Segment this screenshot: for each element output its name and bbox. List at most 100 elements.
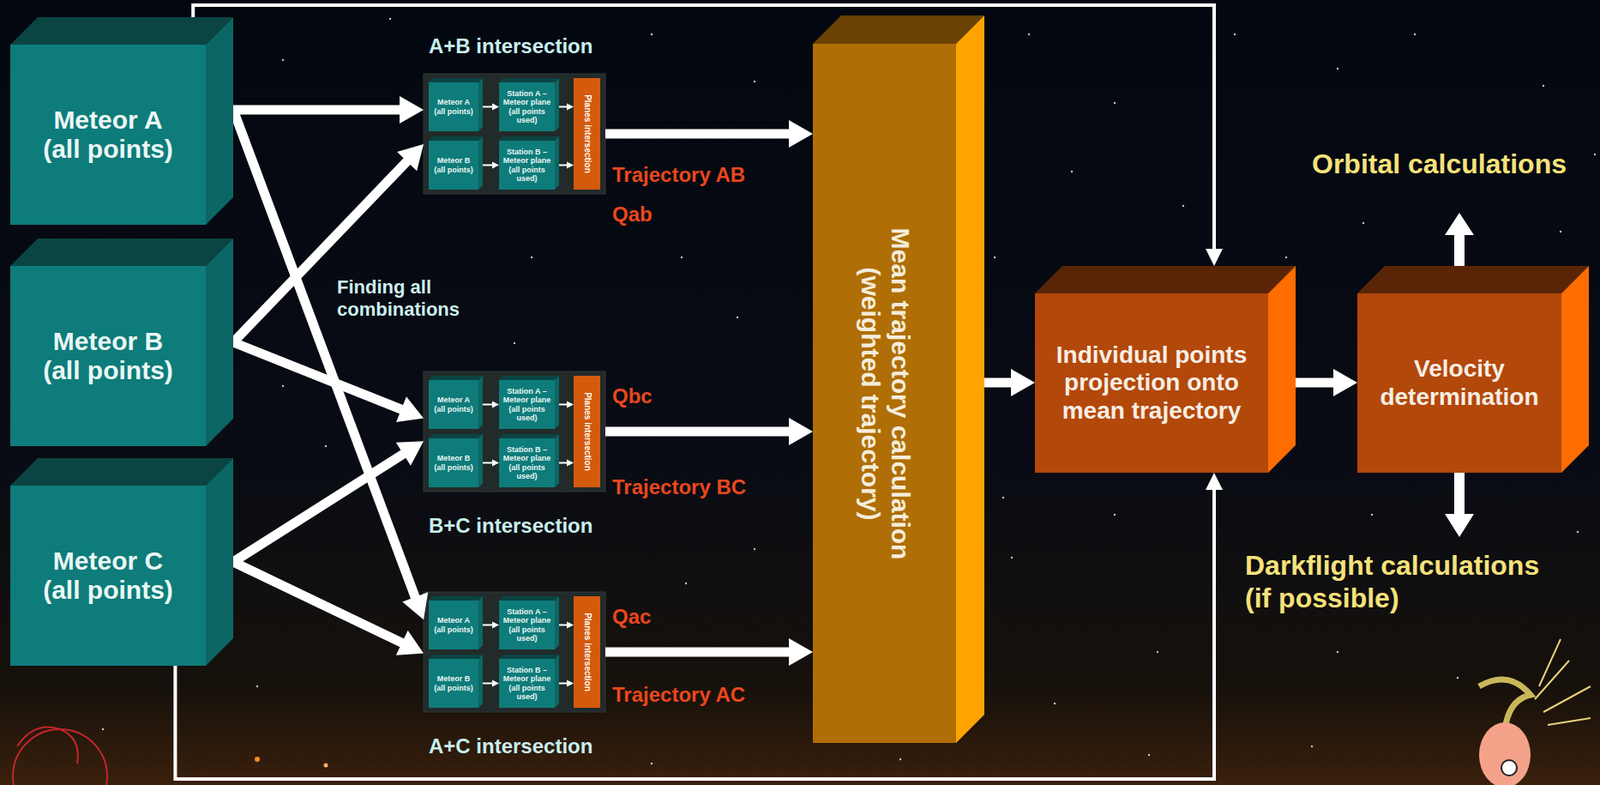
group-heading: B+C intersection xyxy=(428,513,593,538)
meteor-input-box: Meteor B (all points) xyxy=(428,433,483,488)
arrow-connector xyxy=(233,109,428,620)
arrow-connector xyxy=(605,120,813,148)
box-front-face xyxy=(573,78,601,190)
box-text-area: Meteor A (all points) xyxy=(428,82,479,132)
trajectory-label: Trajectory BC xyxy=(612,475,746,500)
arrow-head xyxy=(566,679,574,686)
box-text-area: Planes intersection xyxy=(573,595,601,708)
box-side-face xyxy=(205,17,234,225)
box-label: Meteor B (all points) xyxy=(433,673,475,692)
anniversary-mascot xyxy=(1479,721,1531,785)
trajectory-label: Trajectory AB xyxy=(612,162,746,188)
box-label: Meteor A (all points) xyxy=(433,615,475,634)
projection-box: Individual points projection onto mean t… xyxy=(1034,265,1296,473)
box-label: Individual points projection onto mean t… xyxy=(1044,341,1259,425)
meteor-station-box: Meteor B (all points) xyxy=(10,238,234,446)
arrow-line xyxy=(1295,377,1336,387)
box-front-face xyxy=(428,600,479,650)
meteor-input-box: Meteor A (all points) xyxy=(428,78,483,132)
box-side-face xyxy=(554,654,560,708)
box-side-face xyxy=(478,595,483,650)
arrow-line xyxy=(233,342,404,410)
box-label: Station A – Meteor plane (all points use… xyxy=(501,607,554,643)
arrow-head xyxy=(402,591,428,620)
box-front-face xyxy=(428,82,479,132)
box-label: Meteor A (all points) xyxy=(433,395,475,414)
box-label: Mean trajectory calculation (weighted tr… xyxy=(854,213,915,574)
box-text-area: Station B – Meteor plane (all points use… xyxy=(499,658,555,708)
intersection-group-panel xyxy=(423,371,606,492)
box-label: Station A – Meteor plane (all points use… xyxy=(501,386,554,422)
box-text-area: Meteor B (all points) xyxy=(428,438,479,488)
box-side-face xyxy=(956,15,985,743)
box-side-face xyxy=(1268,265,1296,473)
arrow-connector xyxy=(192,5,1223,266)
box-top-face xyxy=(499,654,560,659)
box-front-face xyxy=(428,658,479,708)
box-label: Meteor A (all points) xyxy=(39,105,177,165)
box-side-face xyxy=(478,375,483,429)
arrow-head xyxy=(492,679,500,686)
box-side-face xyxy=(478,433,483,488)
intersection-group-panel xyxy=(423,73,606,194)
box-text-area: Station B – Meteor plane (all points use… xyxy=(499,140,555,190)
planes-intersection-box: Planes intersection xyxy=(573,78,601,190)
box-label: Planes intersection xyxy=(582,82,593,186)
arrow-connector xyxy=(482,400,500,408)
arrow-line xyxy=(605,427,791,437)
box-text-area: Meteor B (all points) xyxy=(428,658,479,708)
box-top-face xyxy=(428,654,483,659)
arrow-connector xyxy=(233,561,424,656)
box-text-area: Meteor B (all points) xyxy=(10,265,206,446)
box-top-face xyxy=(1034,265,1296,294)
box-top-face xyxy=(428,433,483,439)
arrow-connector xyxy=(1295,368,1358,397)
arrow-head xyxy=(566,458,574,466)
box-front-face xyxy=(10,44,206,225)
meteor-plane-box: Station B – Meteor plane (all points use… xyxy=(499,433,560,488)
arrow-connector xyxy=(559,102,574,110)
box-front-face xyxy=(499,82,555,132)
arrow-head xyxy=(492,161,500,169)
box-label: Planes intersection xyxy=(582,379,593,483)
horizon-light xyxy=(254,756,260,762)
box-side-face xyxy=(554,433,560,488)
arrow-line xyxy=(605,129,791,139)
box-front-face xyxy=(428,140,479,190)
arrow-connector xyxy=(482,620,500,628)
anniversary-swoosh xyxy=(1479,679,1531,729)
arrow-head xyxy=(396,396,424,422)
box-text-area: Meteor A (all points) xyxy=(10,44,206,225)
box-top-face xyxy=(499,136,560,141)
arrow-connector xyxy=(482,458,500,466)
box-label: Station B – Meteor plane (all points use… xyxy=(501,147,554,183)
annotation-text: Finding all combinations xyxy=(336,276,475,322)
box-front-face xyxy=(499,438,555,488)
output-label: Darkflight calculations (if possible) xyxy=(1245,548,1563,615)
box-top-face xyxy=(499,433,560,439)
box-side-face xyxy=(478,136,483,190)
box-label: Station B – Meteor plane (all points use… xyxy=(501,665,554,701)
box-top-face xyxy=(499,375,560,380)
box-label: Station A – Meteor plane (all points use… xyxy=(501,89,554,125)
box-front-face xyxy=(428,438,479,488)
box-top-face xyxy=(812,15,985,44)
box-front-face xyxy=(10,265,206,446)
box-front-face xyxy=(573,375,601,488)
arrow-head xyxy=(396,440,424,466)
meteor-plane-box: Station A – Meteor plane (all points use… xyxy=(499,375,560,429)
box-top-face xyxy=(428,136,483,141)
intersection-group: A+C intersectionMeteor A (all points)Sta… xyxy=(423,591,606,712)
box-side-face xyxy=(554,78,560,132)
output-arrow-head xyxy=(1444,513,1474,537)
box-side-face xyxy=(205,457,234,666)
arrow-connector xyxy=(559,620,574,628)
box-text-area: Mean trajectory calculation (weighted tr… xyxy=(812,43,957,743)
box-front-face xyxy=(10,485,206,666)
arrow-connector xyxy=(233,440,424,562)
box-label: Meteor C (all points) xyxy=(39,546,177,606)
arrow-connector xyxy=(233,342,424,422)
planes-intersection-box: Planes intersection xyxy=(573,595,601,708)
